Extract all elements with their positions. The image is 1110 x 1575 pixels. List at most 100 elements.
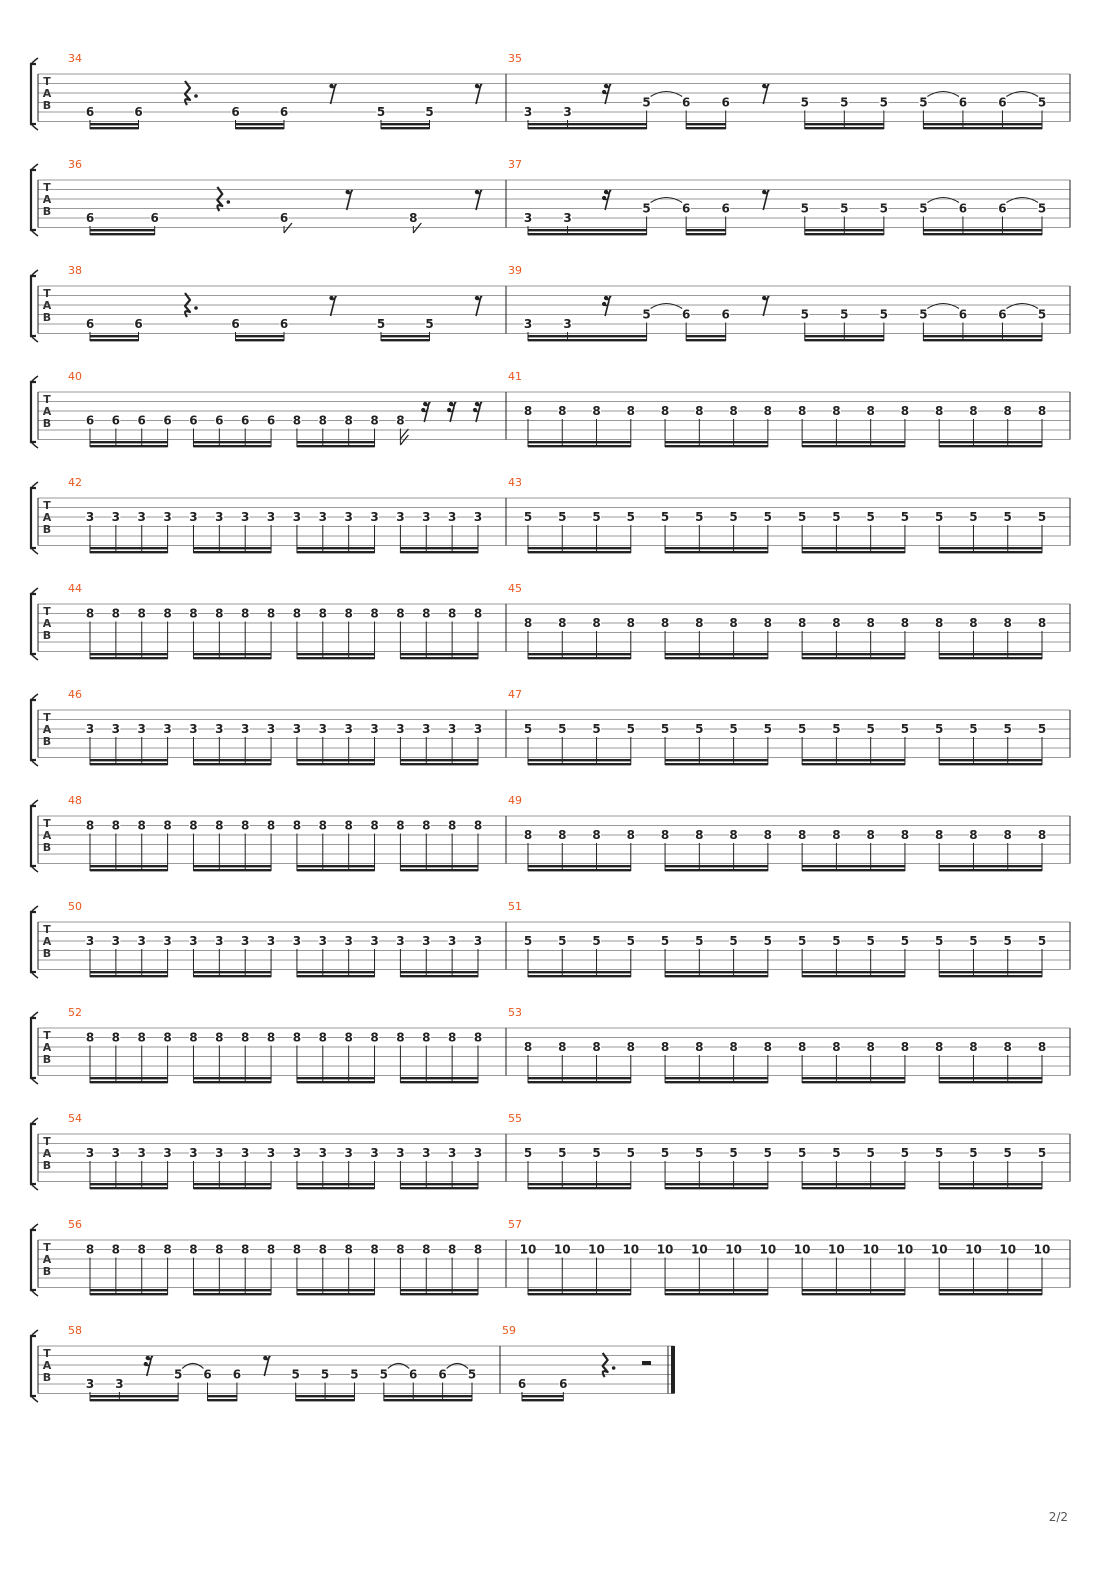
- fret-number: 3: [215, 510, 223, 524]
- fret-mask: [900, 723, 910, 735]
- fret-mask: [763, 829, 773, 841]
- fret-number: 8: [215, 819, 223, 833]
- fret-number: 8: [293, 1031, 301, 1045]
- tab-clef-letter: B: [43, 1371, 51, 1384]
- fret-number: 8: [189, 1031, 197, 1045]
- fret-mask: [694, 617, 704, 629]
- fret-mask: [1003, 1041, 1013, 1053]
- beam-secondary: [193, 1289, 272, 1292]
- bracket-hook-top: [30, 1117, 39, 1125]
- system-bracket: [29, 274, 36, 338]
- fret-mask: [968, 1041, 978, 1053]
- fret-number: 8: [112, 1031, 120, 1045]
- fret-mask: [214, 1147, 224, 1159]
- fret-mask: [968, 829, 978, 841]
- beam-secondary: [90, 759, 168, 762]
- fret-mask: [800, 202, 810, 215]
- fret-mask: [1037, 405, 1047, 417]
- fret-mask: [85, 935, 95, 947]
- tie-arc: [1006, 90, 1039, 97]
- fret-number: 10: [554, 1243, 571, 1257]
- fret-mask: [557, 723, 567, 735]
- fret-mask: [958, 96, 968, 109]
- fret-mask: [266, 414, 276, 427]
- fret-mask: [797, 723, 807, 735]
- fret-mask: [395, 607, 405, 620]
- beam-secondary: [296, 1289, 375, 1292]
- beam-secondary: [400, 1289, 478, 1292]
- tab-clef-letter: T: [43, 1241, 51, 1254]
- fret-mask: [137, 414, 147, 427]
- fret-mask: [797, 405, 807, 417]
- fret-number: 3: [293, 934, 301, 948]
- note-flag: [399, 434, 409, 446]
- fret-mask: [879, 202, 889, 215]
- fret-mask: [800, 96, 810, 109]
- fret-mask: [694, 723, 704, 735]
- fret-mask: [523, 617, 533, 629]
- fret-mask: [681, 308, 691, 321]
- system-bracket: [29, 592, 36, 656]
- fret-number: 3: [396, 722, 404, 736]
- fret-number: 8: [592, 616, 600, 630]
- fret-mask: [660, 511, 670, 523]
- beam-secondary: [528, 229, 647, 232]
- fret-mask: [839, 202, 849, 215]
- beam-primary: [90, 445, 168, 448]
- beam-primary: [522, 1399, 564, 1402]
- bracket-hook-bottom: [30, 547, 39, 555]
- fret-number: 5: [661, 1146, 669, 1160]
- fret-mask: [188, 414, 198, 427]
- fret-number: 8: [86, 1243, 94, 1257]
- fret-mask: [794, 1243, 811, 1256]
- beam-secondary: [90, 865, 168, 868]
- fret-mask: [266, 819, 276, 832]
- fret-number: 8: [661, 616, 669, 630]
- system-bracket: [29, 62, 36, 126]
- system-bracket: [29, 1122, 36, 1186]
- fret-number: 10: [862, 1243, 879, 1257]
- fret-mask: [395, 935, 405, 947]
- fret-number: 8: [764, 616, 772, 630]
- fret-number: 6: [189, 414, 197, 428]
- beam-primary: [90, 763, 168, 766]
- fret-number: 8: [474, 1243, 482, 1257]
- beam-primary: [296, 1293, 375, 1296]
- fret-number: 5: [866, 510, 874, 524]
- fret-number: 8: [370, 414, 378, 428]
- fret-number: 5: [832, 1146, 840, 1160]
- rest-flag-2: [474, 407, 481, 413]
- tab-clef-letter: T: [43, 393, 51, 406]
- fret-mask: [421, 1243, 431, 1256]
- fret-mask: [958, 202, 968, 215]
- fret-mask: [1003, 511, 1013, 523]
- fret-mask: [137, 935, 147, 947]
- fret-number: 3: [112, 934, 120, 948]
- fret-number: 5: [558, 510, 566, 524]
- fret-number: 3: [267, 934, 275, 948]
- fret-mask: [831, 1041, 841, 1053]
- fret-number: 8: [112, 1243, 120, 1257]
- fret-number: 6: [134, 105, 142, 119]
- fret-mask: [421, 723, 431, 735]
- measure-number: 49: [508, 794, 522, 807]
- fret-number: 5: [558, 934, 566, 948]
- fret-mask: [592, 829, 602, 841]
- fret-mask: [344, 414, 354, 427]
- beam-primary: [400, 657, 478, 660]
- fret-mask: [188, 1031, 198, 1044]
- fret-mask: [370, 819, 380, 832]
- beam-primary: [296, 869, 375, 872]
- fret-mask: [900, 1041, 910, 1053]
- beam-secondary: [528, 971, 631, 974]
- fret-number: 5: [524, 934, 532, 948]
- fret-number: 8: [832, 404, 840, 418]
- fret-mask: [968, 405, 978, 417]
- fret-mask: [934, 829, 944, 841]
- fret-number: 5: [425, 105, 433, 119]
- fret-number: 8: [319, 819, 327, 833]
- fret-mask: [642, 202, 652, 215]
- fret-mask: [85, 723, 95, 735]
- fret-number: 3: [138, 722, 146, 736]
- beam-secondary: [193, 971, 272, 974]
